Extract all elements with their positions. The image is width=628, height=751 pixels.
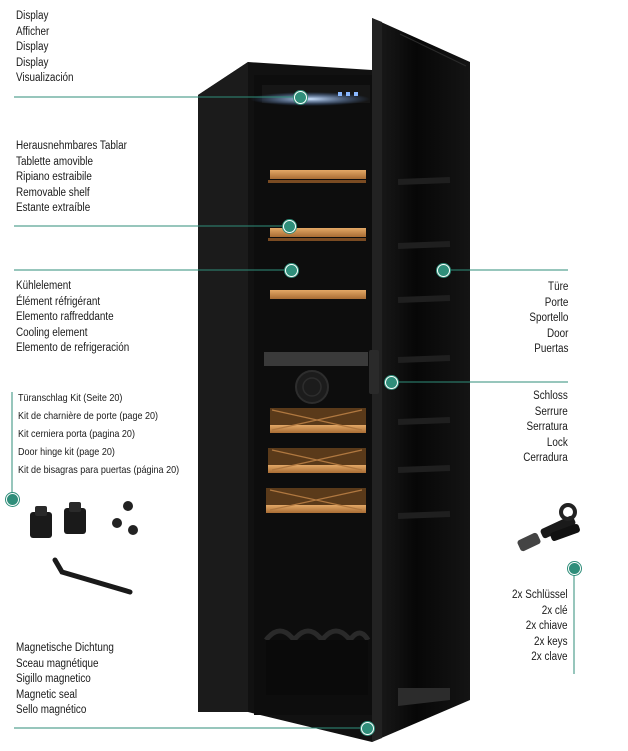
door-marker [437,264,450,277]
label-en: 2x keys [534,635,568,648]
bottom-rack [264,628,371,695]
shelf-3 [270,290,366,299]
seal-marker [361,722,374,735]
label-fr: Sceau magnétique [16,657,99,670]
label-de: Türe [547,281,568,293]
label-fr: Kit de charnière de porte (page 20) [18,410,159,422]
seal-labels: Magnetische Dichtung Sceau magnétique Si… [16,641,114,719]
display-indicators [338,92,358,96]
allen-key-icon [52,557,133,595]
label-es: Estante extraíble [16,202,91,214]
label-de: Türanschlag Kit (Seite 20) [18,392,123,404]
label-fr: Porte [544,296,568,309]
lock-marker [385,376,398,389]
label-fr: Serrure [535,405,568,418]
label-en: Cooling element [16,326,88,339]
hinge-bracket-icon [30,506,52,538]
shelf-marker [283,220,296,233]
label-es: Kit de bisagras para puertas (página 20) [18,464,180,476]
shelf-labels: Herausnehmbares Tablar Tablette amovible… [16,139,127,217]
label-it: Serratura [526,421,568,433]
label-en: Magnetic seal [16,688,78,701]
label-it: Kit cerniera porta (pagina 20) [18,428,135,440]
label-fr: Tablette amovible [16,155,93,168]
door-handle [369,350,379,394]
lower-shelves [266,408,366,513]
shelf-2 [270,228,366,237]
label-es: Sello magnético [16,704,87,716]
glass-door [369,18,470,742]
label-de: Schloss [533,390,568,402]
label-es: 2x clave [531,651,568,663]
keys-labels: 2x Schlüssel 2x clé 2x chiave 2x keys 2x… [512,588,568,666]
door-labels: Türe Porte Sportello Door Puertas [529,280,568,358]
screw-icon [112,501,138,535]
label-es: Puertas [533,343,568,355]
hinge-bracket-icon [64,502,86,534]
label-it: Ripiano estraibile [16,171,92,183]
label-en: Lock [547,436,568,449]
label-en: Door hinge kit (page 20) [18,446,115,458]
hinge-kit-labels: Türanschlag Kit (Seite 20) Kit de charni… [18,389,179,479]
label-it: Display [16,41,49,53]
label-de: Magnetische Dichtung [16,642,114,654]
label-it: Elemento raffreddante [16,311,114,323]
keys-marker [568,562,581,575]
shelf-1 [270,170,366,179]
label-it: 2x chiave [526,620,568,632]
lock-labels: Schloss Serrure Serratura Lock Cerradura [523,389,568,467]
label-en: Removable shelf [16,186,90,199]
key-icon [517,503,580,552]
label-fr: 2x clé [542,604,568,617]
label-en: Display [16,56,49,69]
label-es: Visualización [16,72,74,84]
label-fr: Élément réfrigérant [16,295,101,308]
label-en: Door [546,327,568,340]
label-de: Display [16,10,49,22]
label-es: Cerradura [523,452,568,464]
display-marker [294,91,307,104]
cooling-labels: Kühlelement Élément réfrigérant Elemento… [16,279,129,357]
label-es: Elemento de refrigeración [16,342,130,354]
label-fr: Afficher [16,25,50,38]
label-de: Kühlelement [16,280,71,292]
hinge-kit-marker [6,493,19,506]
cooling-marker [285,264,298,277]
hinge-kit-parts [30,501,138,595]
label-de: Herausnehmbares Tablar [16,140,127,152]
upper-shelves [268,170,366,299]
fan-grille [295,370,329,404]
label-it: Sportello [528,312,568,324]
divider-panel [264,352,368,366]
display-labels: Display Afficher Display Display Visuali… [16,9,74,87]
label-it: Sigillo magnetico [16,673,91,685]
label-de: 2x Schlüssel [512,589,568,601]
display-glow [250,92,370,106]
